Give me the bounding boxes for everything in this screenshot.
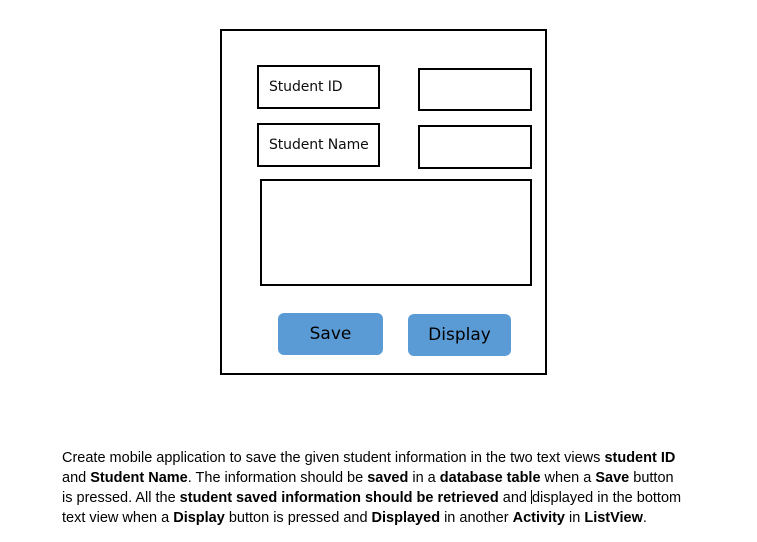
description-text: when a (540, 469, 596, 486)
description-emphasis: database table (439, 469, 541, 486)
description-emphasis: ListView (584, 509, 643, 526)
description-emphasis: Save (595, 469, 630, 486)
output-text-view[interactable] (260, 179, 532, 286)
description-text: in (565, 509, 585, 526)
description-text: button is pressed. All the (62, 469, 674, 506)
description-emphasis: student ID (604, 449, 676, 466)
description-text: in a (408, 469, 440, 486)
description-emphasis: Display (173, 509, 225, 526)
description-text: . The information should be (187, 469, 368, 486)
student-name-label: Student Name (269, 137, 369, 153)
display-button[interactable]: Display (408, 314, 511, 356)
description-text: in another (440, 509, 513, 526)
task-description: Create mobile application to save the gi… (62, 448, 687, 528)
student-id-label: Student ID (269, 79, 343, 95)
description-text: button is pressed and (224, 509, 372, 526)
description-emphasis: student saved information should be retr… (179, 489, 499, 506)
student-name-input[interactable] (418, 125, 532, 169)
description-emphasis: Displayed (371, 509, 441, 526)
student-id-input[interactable] (418, 68, 532, 111)
description-text: and (498, 489, 531, 506)
app-mockup-frame: Student ID Student Name Save Display (220, 29, 547, 375)
description-text: . (642, 509, 647, 526)
text-caret (530, 489, 532, 504)
description-emphasis: Student Name (90, 469, 188, 486)
description-emphasis: Activity (512, 509, 565, 526)
description-text: and (62, 469, 91, 486)
save-button[interactable]: Save (278, 313, 383, 355)
description-text: Create mobile application to save the gi… (62, 449, 605, 466)
student-id-label-box: Student ID (257, 65, 380, 109)
student-name-label-box: Student Name (257, 123, 380, 167)
description-text: displayed in the bottom text view when a (62, 489, 682, 526)
description-emphasis: saved (367, 469, 409, 486)
